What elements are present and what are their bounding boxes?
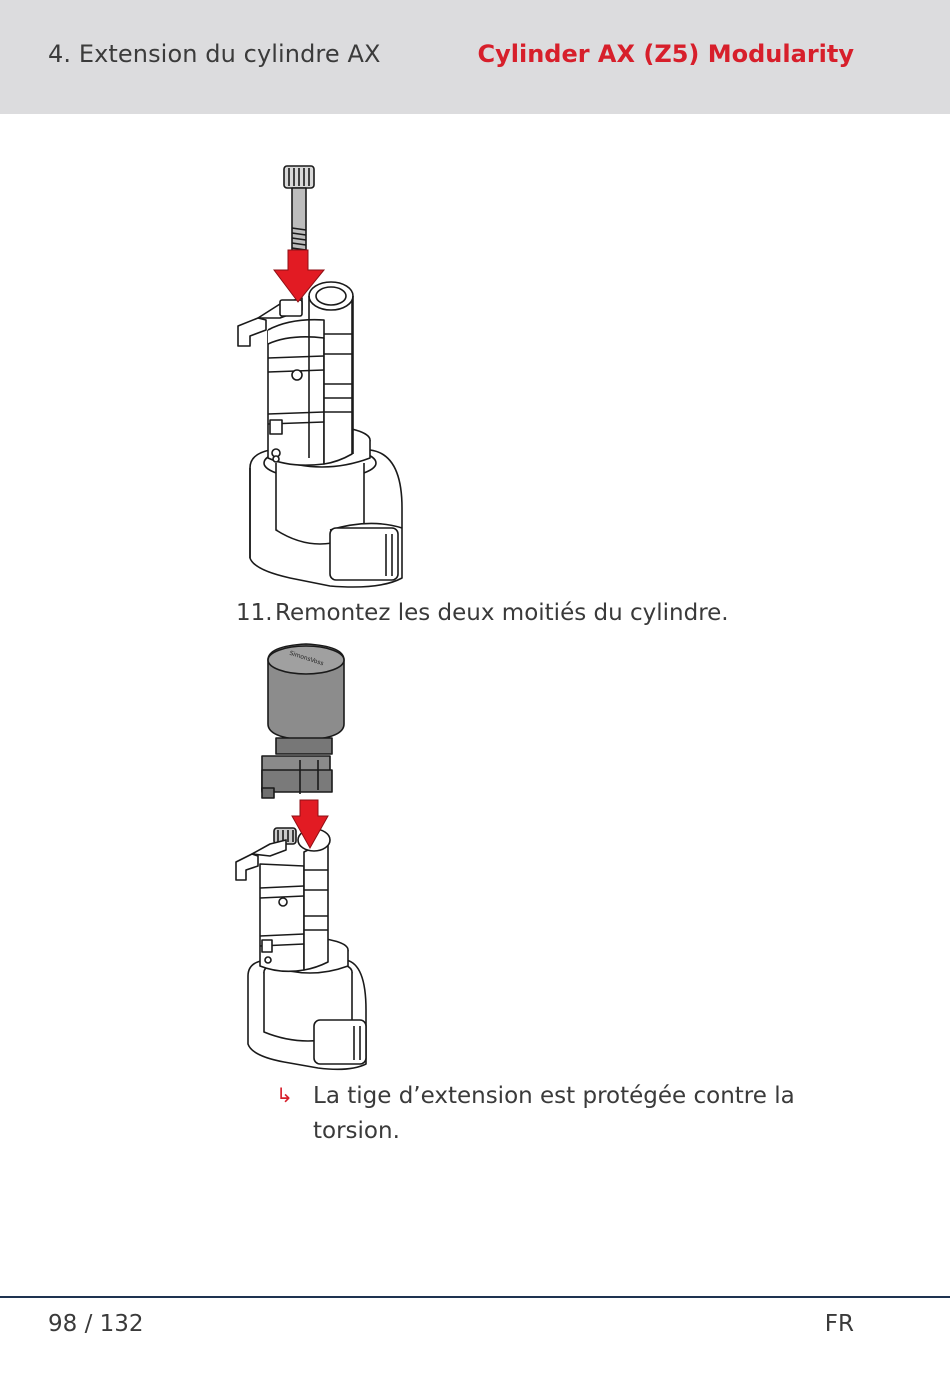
page-number: 98 / 132: [48, 1311, 144, 1337]
result-arrow-icon: ↳: [276, 1083, 293, 1107]
cylinder-reassembly-illustration: SimonsVoss: [235, 643, 367, 1071]
language-code: FR: [824, 1311, 854, 1337]
result-note: ↳ La tige d’extension est protégée contr…: [276, 1079, 836, 1149]
product-title: Cylinder AX (Z5) Modularity: [477, 40, 854, 68]
step-text: Remontez les deux moitiés du cylindre.: [275, 600, 729, 626]
extension-screw-illustration: [237, 165, 403, 588]
result-text: La tige d’extension est protégée contre …: [313, 1083, 795, 1144]
section-title: 4. Extension du cylindre AX: [48, 40, 381, 68]
footer-divider: [0, 1296, 950, 1298]
page-header: 4. Extension du cylindre AX Cylinder AX …: [0, 0, 950, 114]
step-number: 11.: [236, 600, 273, 626]
step-11: 11.Remontez les deux moitiés du cylindre…: [236, 600, 729, 626]
